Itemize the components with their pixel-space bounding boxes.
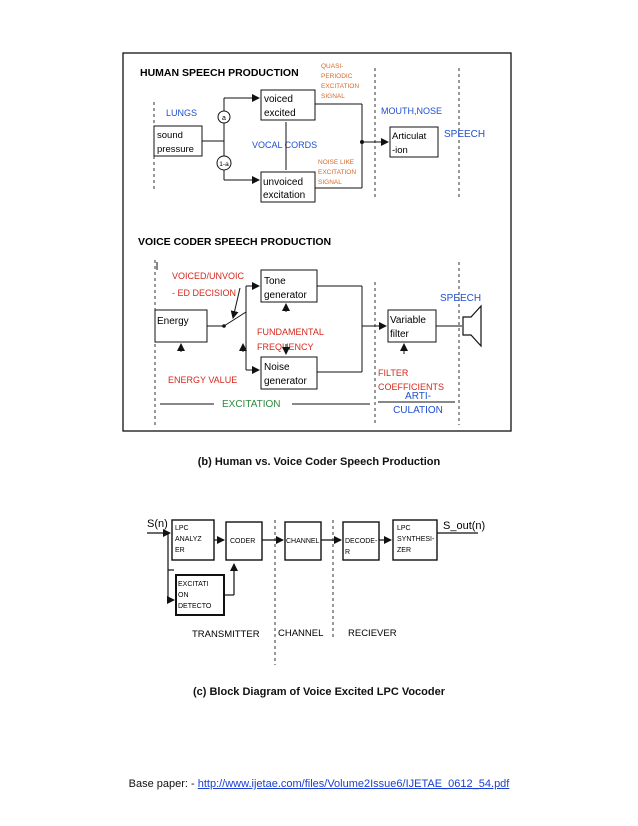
- svg-text:FUNDAMENTAL: FUNDAMENTAL: [257, 327, 324, 337]
- svg-text:LPC: LPC: [175, 525, 189, 532]
- articulation-box: [389, 126, 439, 158]
- svg-text:ARTI-: ARTI-: [405, 391, 431, 402]
- svg-text:SYNTHESI-: SYNTHESI-: [397, 536, 435, 543]
- svg-text:excitation: excitation: [263, 190, 305, 201]
- svg-text:ER: ER: [175, 547, 185, 554]
- sout-label: S_out(n): [443, 520, 485, 532]
- svg-text:voiced: voiced: [264, 94, 293, 105]
- figure-c-caption: (c) Block Diagram of Voice Excited LPC V…: [192, 686, 446, 698]
- svg-text:CODER: CODER: [230, 538, 255, 545]
- svg-text:EXCITATION: EXCITATION: [318, 169, 356, 176]
- coder-title: VOICE CODER SPEECH PRODUCTION: [138, 236, 331, 248]
- svg-text:a: a: [222, 115, 226, 122]
- svg-text:R: R: [345, 549, 350, 556]
- svg-text:EXCITATI: EXCITATI: [178, 581, 209, 588]
- noise-like-label: NOISE LIKE EXCITATION SIGNAL: [318, 159, 356, 186]
- noise-generator-box: [260, 356, 318, 390]
- svg-text:COEFFICIENTS: COEFFICIENTS: [378, 382, 444, 392]
- svg-text:ANALYZ: ANALYZ: [175, 536, 202, 543]
- svg-text:DETECTO: DETECTO: [178, 603, 212, 610]
- figure-b-frame: [122, 52, 512, 432]
- svg-text:QUASI-: QUASI-: [321, 63, 343, 70]
- svg-text:FILTER: FILTER: [378, 368, 409, 378]
- block-wires: [147, 529, 478, 604]
- decoder-box: [342, 521, 380, 561]
- svg-text:VOICED/UNVOIC: VOICED/UNVOIC: [172, 271, 245, 281]
- channel-box: [284, 521, 322, 561]
- filter-coeff-label: FILTER COEFFICIENTS: [378, 368, 444, 392]
- excitation-label: EXCITATION: [222, 399, 281, 410]
- decision-label: VOICED/UNVOIC - ED DECISION: [172, 271, 245, 298]
- svg-text:filter: filter: [390, 329, 410, 340]
- fundamental-label: FUNDAMENTAL FREQUENCY: [257, 327, 324, 352]
- switch-pivot: [222, 324, 226, 328]
- energy-value-label: ENERGY VALUE: [168, 375, 237, 385]
- sn-label: S(n): [147, 518, 168, 530]
- voiced-box: [260, 89, 316, 121]
- human-title: HUMAN SPEECH PRODUCTION: [140, 67, 299, 79]
- svg-text:DECODE-: DECODE-: [345, 538, 378, 545]
- lpc-synthesizer-box: [392, 519, 438, 561]
- svg-text:excited: excited: [264, 108, 296, 119]
- footer-prefix: Base paper: -: [128, 778, 198, 790]
- svg-text:pressure: pressure: [157, 144, 194, 155]
- svg-text:CULATION: CULATION: [393, 405, 443, 416]
- receiver-label: RECIEVER: [348, 628, 397, 639]
- vocal-cords-label: VOCAL CORDS: [252, 140, 317, 150]
- svg-text:Variable: Variable: [390, 315, 426, 326]
- node-1-a: [216, 155, 232, 171]
- transmitter-label: TRANSMITTER: [192, 629, 260, 640]
- speech-label-human: SPEECH: [444, 129, 485, 140]
- svg-text:SIGNAL: SIGNAL: [321, 93, 345, 100]
- svg-text:1-a: 1-a: [219, 161, 229, 168]
- node-a: [217, 110, 231, 124]
- svg-text:Tone: Tone: [264, 276, 286, 287]
- svg-text:generator: generator: [264, 290, 307, 301]
- coder-box: [225, 521, 263, 561]
- svg-text:LPC: LPC: [397, 525, 411, 532]
- svg-text:generator: generator: [264, 376, 307, 387]
- base-paper-link[interactable]: http://www.ijetae.com/files/Volume2Issue…: [197, 778, 510, 790]
- svg-text:Noise: Noise: [264, 362, 290, 373]
- svg-text:FREQUENCY: FREQUENCY: [257, 342, 314, 352]
- junction-dot: [360, 140, 364, 144]
- svg-text:-ion: -ion: [392, 145, 408, 156]
- svg-text:- ED DECISION: - ED DECISION: [172, 288, 236, 298]
- figure-b-caption: (b) Human vs. Voice Coder Speech Product…: [197, 456, 441, 468]
- articulation-label: ARTI- CULATION: [393, 391, 443, 416]
- quasi-label: QUASI- PERIODIC EXCITATION SIGNAL: [321, 63, 359, 100]
- svg-text:ON: ON: [178, 592, 189, 599]
- channel-label: CHANNEL: [278, 628, 323, 639]
- footer: Base paper: - http://www.ijetae.com/file…: [0, 778, 638, 790]
- svg-text:PERIODIC: PERIODIC: [321, 73, 353, 80]
- speech-label-coder: SPEECH: [440, 293, 481, 304]
- svg-text:Energy: Energy: [157, 316, 189, 327]
- mouth-nose-label: MOUTH,NOSE: [381, 106, 442, 116]
- svg-text:Articulat: Articulat: [392, 131, 427, 142]
- svg-text:CHANNEL: CHANNEL: [286, 538, 320, 545]
- lungs-label: LUNGS: [166, 108, 197, 118]
- svg-text:NOISE LIKE: NOISE LIKE: [318, 159, 355, 166]
- svg-text:SIGNAL: SIGNAL: [318, 179, 342, 186]
- coder-wires: [156, 262, 462, 374]
- svg-text:sound: sound: [157, 130, 183, 141]
- svg-text:unvoiced: unvoiced: [263, 177, 303, 188]
- unvoiced-box: [260, 171, 316, 203]
- svg-text:ZER: ZER: [397, 547, 411, 554]
- loudspeaker-icon: [462, 304, 482, 348]
- svg-text:EXCITATION: EXCITATION: [321, 83, 359, 90]
